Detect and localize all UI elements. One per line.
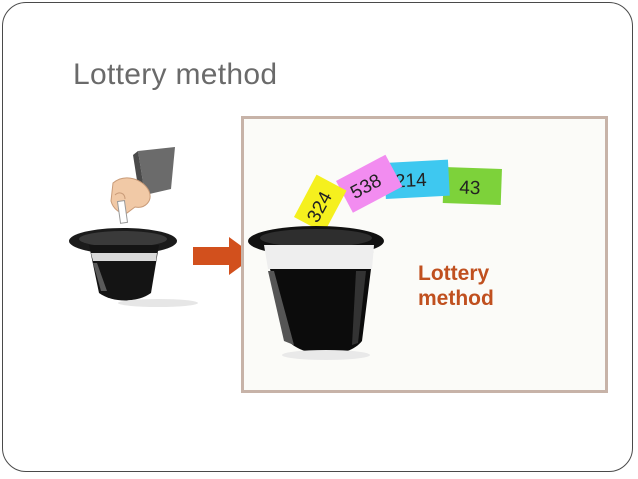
ticket-214-label: 214 (394, 170, 427, 193)
caption-line-1: Lottery (418, 262, 490, 285)
slide-title: Lottery method (73, 58, 278, 91)
hand-and-hat-illustration (63, 143, 203, 313)
caption-line-2: method (418, 287, 494, 310)
magic-hat-icon: 43 214 538 324 (244, 119, 605, 390)
lottery-caption: Lottery method (418, 261, 528, 311)
slide: Lottery method (2, 2, 633, 472)
ticket-538: 538 (336, 154, 403, 213)
lottery-photo: 43 214 538 324 (241, 116, 608, 393)
hand-dropping-slip-icon (69, 147, 198, 307)
ticket-43-label: 43 (459, 178, 481, 200)
ticket-43: 43 (442, 167, 502, 206)
right-arrow-icon (193, 237, 255, 275)
ticket-214: 214 (384, 159, 450, 199)
